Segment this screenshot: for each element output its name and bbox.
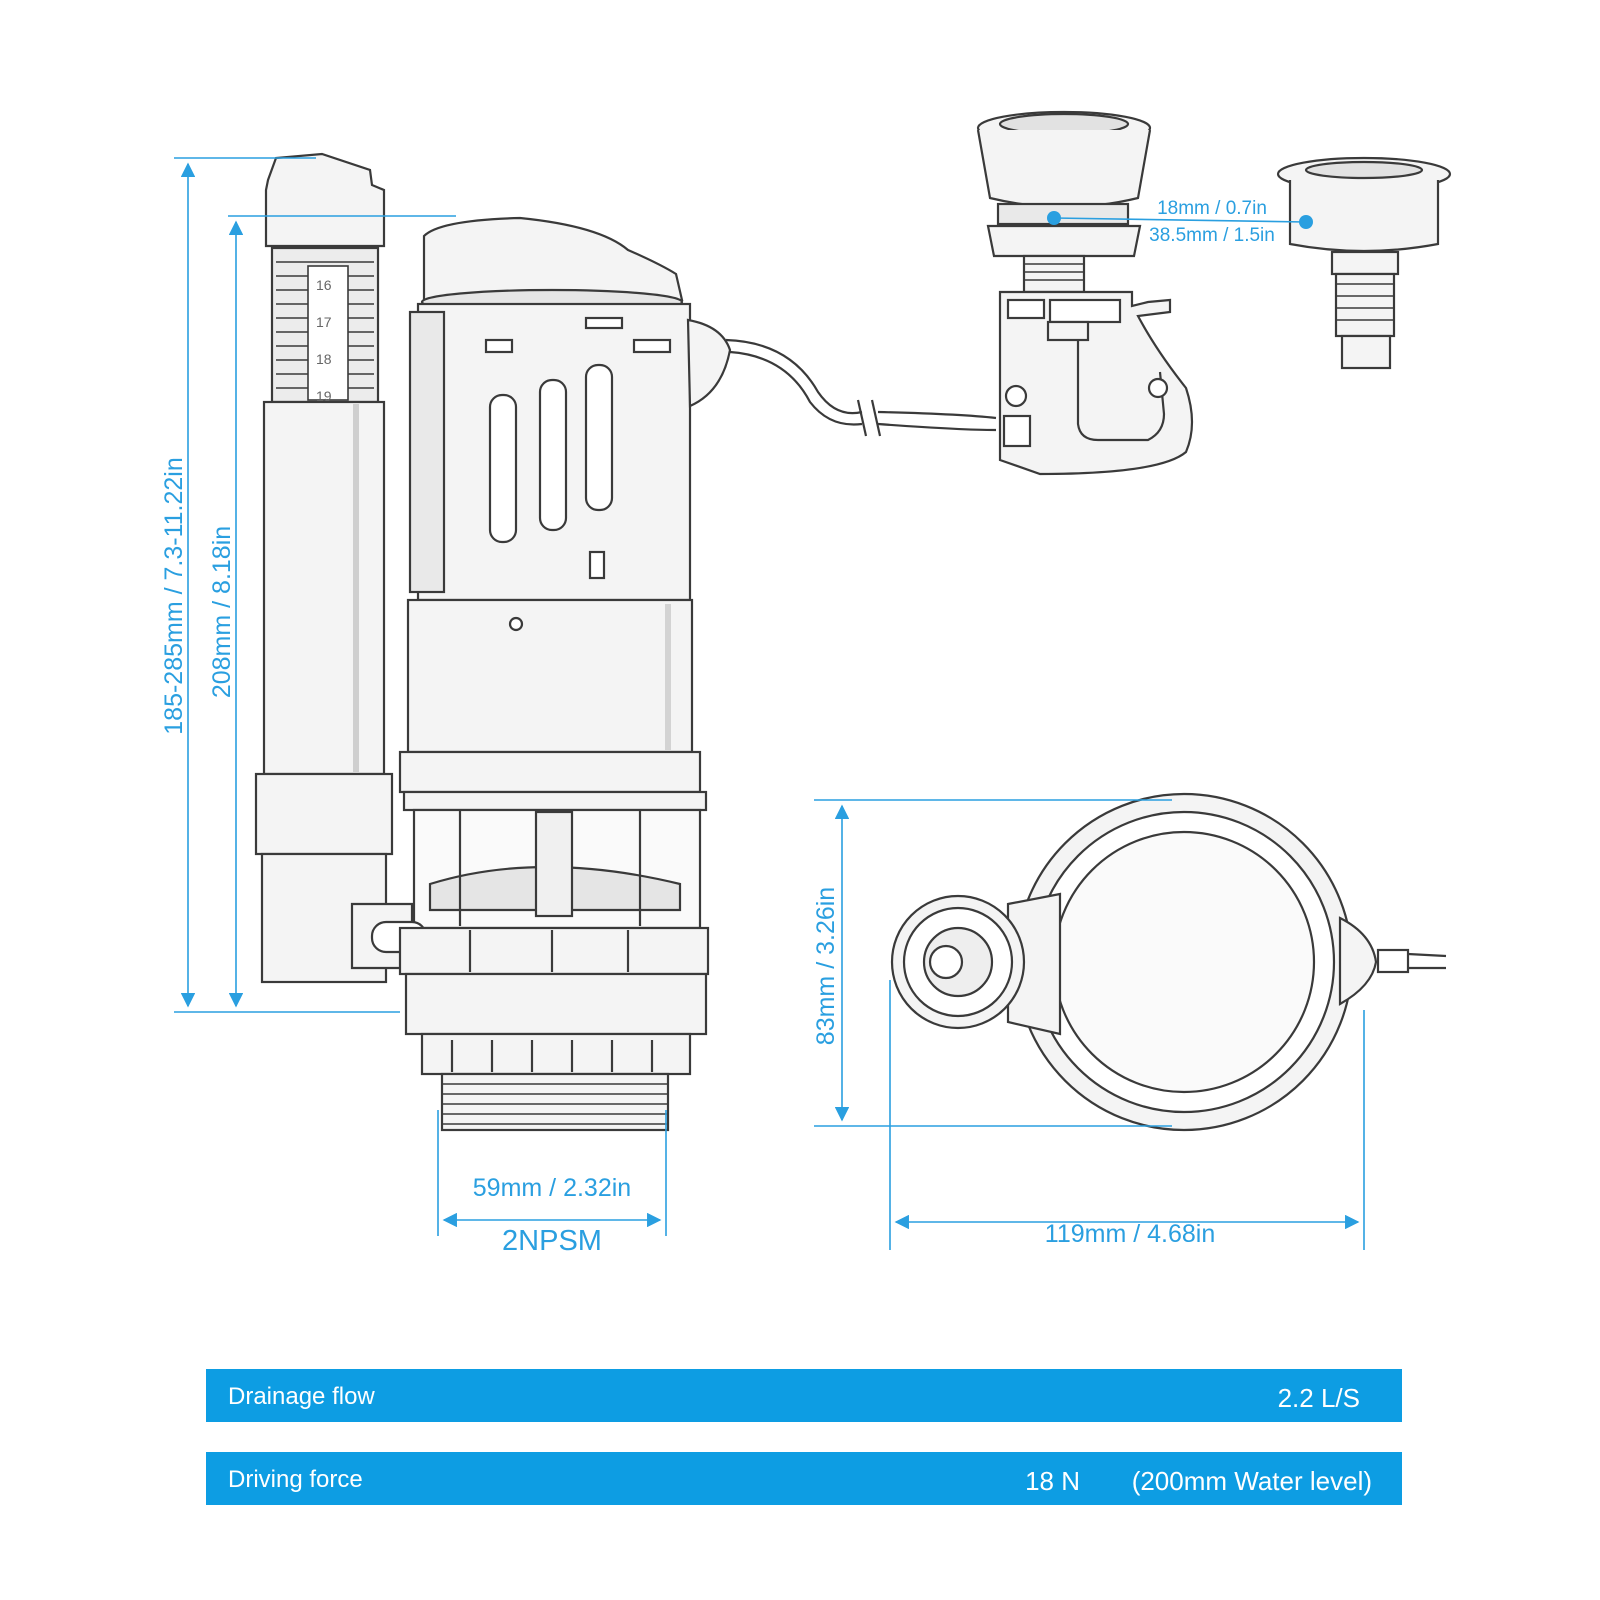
spec-label: Drainage flow (228, 1383, 375, 1410)
dim-thread-width: 59mm / 2.32in (473, 1174, 631, 1202)
dim-base-height: 83mm / 3.26in (812, 887, 840, 1045)
dim-button-large: 38.5mm / 1.5in (1149, 225, 1275, 246)
scale-marks: 16 17 18 19 (316, 277, 332, 404)
spec-driving-force: Driving force 18 N (200mm Water level) (206, 1452, 1402, 1505)
spec-drainage-flow: Drainage flow 2.2 L/S (206, 1369, 1402, 1422)
spec-label: Driving force (228, 1466, 363, 1493)
scale-mark-19: 19 (316, 388, 332, 404)
dim-button-small: 18mm / 0.7in (1157, 198, 1267, 219)
spec-value: 2.2 L/S (1277, 1383, 1360, 1413)
dim-base-width: 119mm / 4.68in (1045, 1220, 1215, 1248)
push-button-tall (976, 110, 1152, 294)
release-cable (725, 338, 997, 437)
scale-mark-17: 17 (316, 314, 332, 330)
dim-total-height: 185-285mm / 7.3-11.22in (160, 457, 188, 734)
push-button-flat (1276, 156, 1452, 370)
button-dot-right (1299, 215, 1313, 229)
spec-value: 18 N (1025, 1466, 1080, 1496)
button-dot-left (1047, 211, 1061, 225)
scale-mark-18: 18 (316, 351, 332, 367)
overflow-tube (254, 152, 394, 984)
dimension-lines (174, 157, 1365, 1250)
button-bracket (998, 290, 1194, 476)
scale-mark-16: 16 (316, 277, 332, 293)
dim-overflow-height: 208mm / 8.18in (208, 526, 236, 698)
spec-note: (200mm Water level) (1131, 1466, 1372, 1496)
dim-thread-type: 2NPSM (502, 1225, 602, 1257)
valve-body (350, 216, 732, 1132)
top-view (890, 792, 1447, 1132)
